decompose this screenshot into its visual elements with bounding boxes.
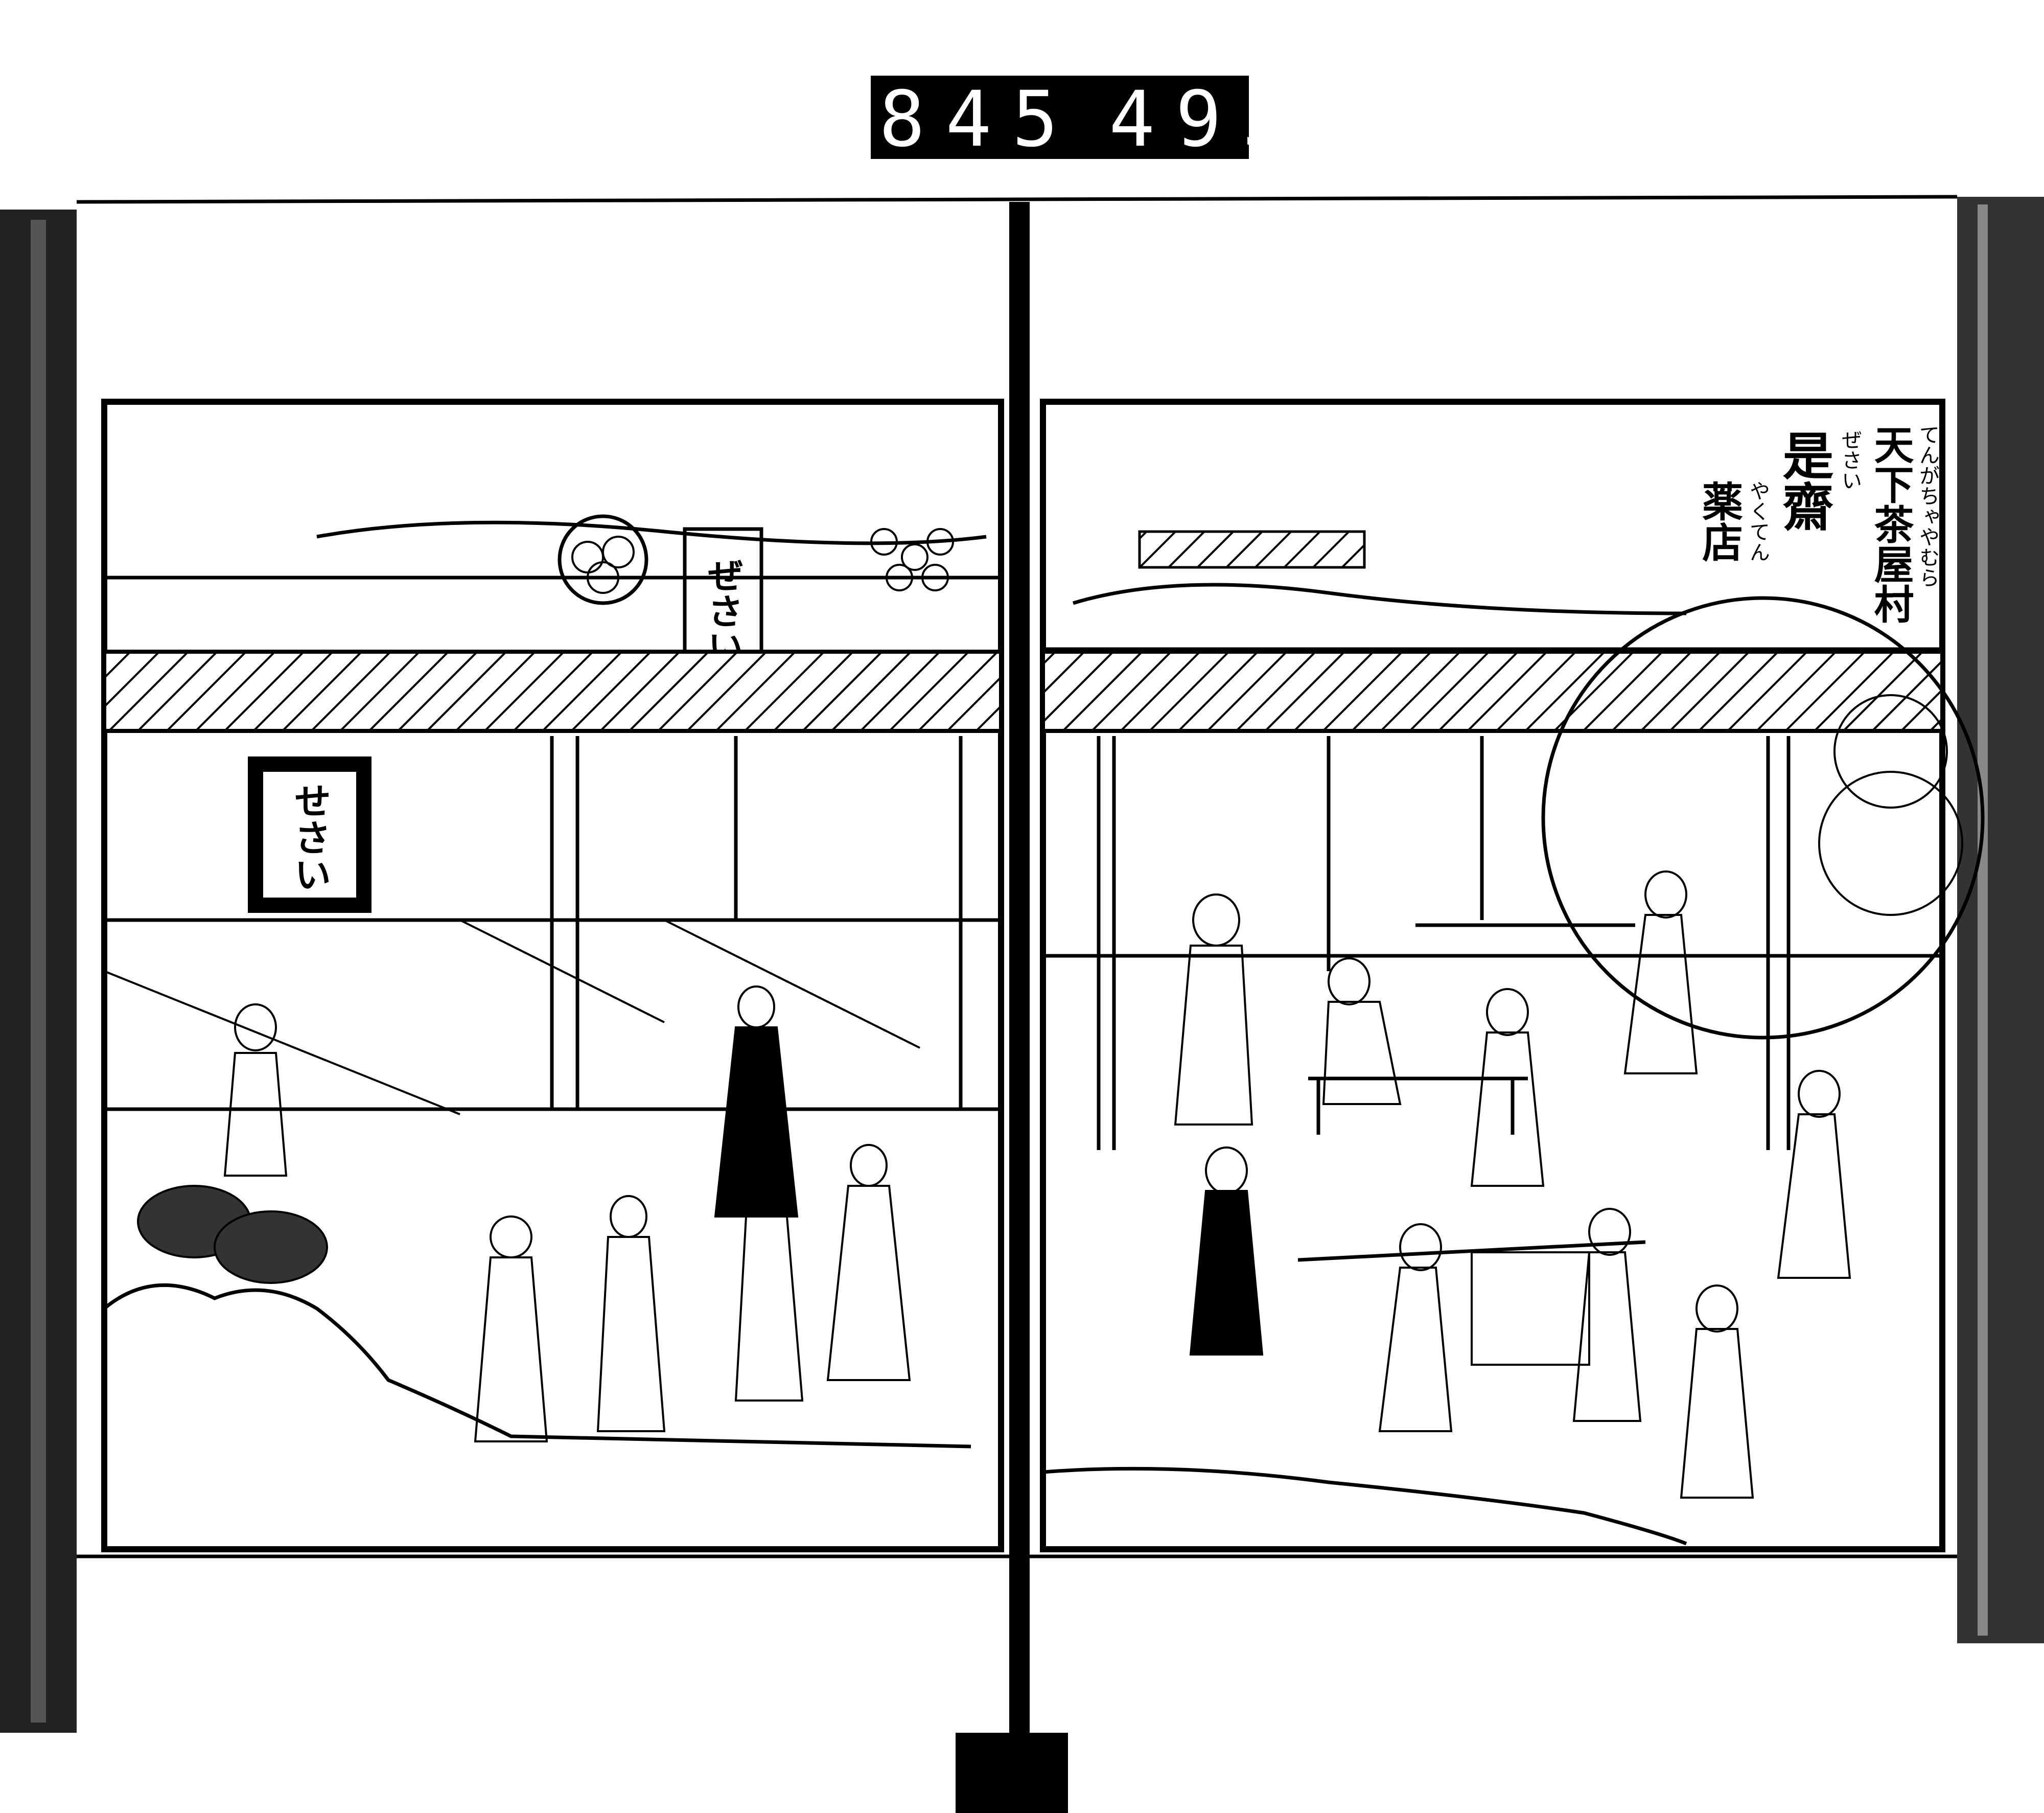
- right-page-illustration: てんがちゃやむら 天下茶屋村 ぜさい 是齋 やくてん 薬店: [1040, 399, 1985, 1552]
- right-book-edge: [1957, 197, 2044, 1643]
- title-shop-reading: ぜさい: [1838, 429, 1862, 491]
- title-place: 天下茶屋村: [1868, 424, 1914, 624]
- title-shop-type: 薬店: [1695, 480, 1744, 562]
- title-shop-type-reading: やくてん: [1746, 480, 1770, 562]
- book-spine: [1009, 202, 1030, 1786]
- left-page-illustration: ぜさい せさい: [101, 399, 1004, 1552]
- top-edge-line: [76, 195, 1958, 204]
- shop-signboard-text: せさい: [288, 782, 332, 892]
- left-book-edge: [0, 210, 77, 1733]
- catalog-label: 845 495.: [871, 75, 1375, 164]
- shop-banner-text: ぜさい: [702, 557, 745, 664]
- catalog-number-left: 845: [879, 75, 1079, 164]
- catalog-number-right: 495.: [1109, 75, 1375, 164]
- title-calligraphy: てんがちゃやむら 天下茶屋村 ぜさい 是齋 やくてん 薬店: [1695, 424, 1939, 624]
- spine-foot: [956, 1733, 1068, 1813]
- title-place-reading: てんがちゃやむら: [1916, 424, 1939, 588]
- title-shop-name: 是齋: [1774, 429, 1834, 532]
